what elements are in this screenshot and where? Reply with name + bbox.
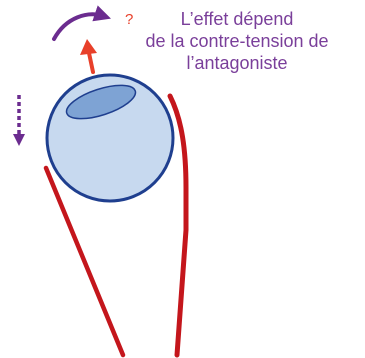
question-mark: ?	[125, 11, 133, 28]
curved-rotation-arrow-icon	[54, 14, 103, 39]
caption-line-1: L’effet dépend	[138, 8, 336, 30]
caption-line-3: l’antagoniste	[138, 52, 336, 74]
up-arrow-icon	[80, 39, 97, 72]
diagram-caption: L’effet dépend de la contre-tension de l…	[138, 8, 336, 74]
dashed-down-arrow-icon	[13, 95, 25, 146]
caption-line-2: de la contre-tension de	[138, 30, 336, 52]
